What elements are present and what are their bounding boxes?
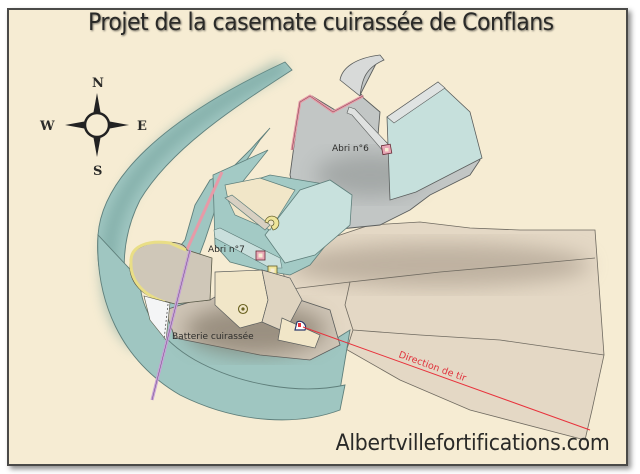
glacis-area <box>279 221 605 441</box>
fire-direction-line <box>302 326 591 431</box>
label-abri-7: Abri n°7 <box>208 245 245 255</box>
compass-east: E <box>137 119 147 134</box>
compass-west: W <box>39 119 55 134</box>
compass-north: N <box>92 76 104 91</box>
battery-block <box>129 240 341 401</box>
map-title: Projet de la casemate cuirassée de Confl… <box>87 8 554 36</box>
compass-rose-icon: N S W E <box>39 76 147 179</box>
compass-south: S <box>93 164 102 179</box>
label-batterie-cuirassee: Batterie cuirassée <box>172 331 254 342</box>
middle-block <box>178 149 353 276</box>
label-abri-6: Abri n°6 <box>332 144 369 154</box>
website-credit: Albertvillefortifications.com <box>336 431 610 456</box>
